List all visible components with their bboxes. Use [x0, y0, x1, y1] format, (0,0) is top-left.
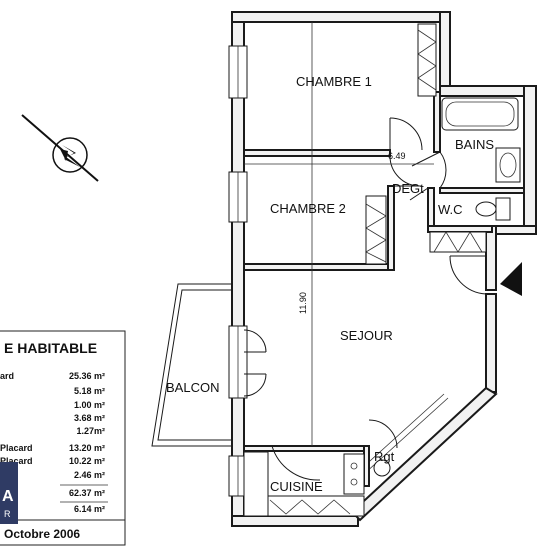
- room-label-bains: BAINS: [455, 137, 494, 152]
- room-label-rgt: Rgt: [374, 449, 395, 464]
- logo-letter: A: [2, 488, 14, 505]
- agency-logo: A R: [0, 462, 18, 524]
- interior-walls: [243, 91, 525, 487]
- room-label-degt: DEGt: [392, 181, 424, 196]
- balcony: [151, 283, 232, 447]
- table-row-value: 3.68 m²: [74, 413, 105, 423]
- closets: [365, 23, 487, 265]
- table-row-label: Placard: [0, 456, 33, 466]
- room-label-chambre2: CHAMBRE 2: [270, 201, 346, 216]
- table-row-value: 2.46 m²: [74, 470, 105, 480]
- windows: [228, 45, 248, 497]
- table-row-label: Placard: [0, 443, 33, 453]
- room-label-balcon: BALCON: [166, 380, 219, 395]
- table-footer: Octobre 2006: [4, 527, 80, 541]
- diagonal-wall: [350, 386, 498, 522]
- table-title: E HABITABLE: [4, 340, 97, 356]
- room-label-chambre1: CHAMBRE 1: [296, 74, 372, 89]
- doors: [243, 117, 487, 481]
- surface-table: [0, 330, 126, 546]
- table-row-value: 6.14 m²: [74, 504, 105, 514]
- table-row-value: 1.00 m²: [74, 400, 105, 410]
- room-label-sejour: SEJOUR: [340, 328, 393, 343]
- kitchen-fixtures: [243, 451, 391, 517]
- logo-subletter: R: [4, 509, 11, 519]
- north-arrow-icon: [21, 114, 99, 182]
- dimension-lines: [244, 22, 434, 446]
- table-row-value: 5.18 m²: [74, 386, 105, 396]
- table-row-value: 62.37 m²: [69, 488, 105, 498]
- room-label-cuisine: CUISINE: [270, 479, 323, 494]
- dimension-width: 6.49: [388, 151, 406, 161]
- table-rows: ard 25.36 m² 5.18 m² 1.00 m² 3.68 m² 1.27m² Pl…: [0, 371, 108, 514]
- room-label-wc: W.C: [438, 202, 463, 217]
- dimension-length: 11.90: [298, 292, 308, 314]
- table-row-label: ard: [0, 371, 14, 381]
- entrance-arrow-icon: [500, 262, 522, 296]
- table-row-value: 10.22 m²: [69, 456, 105, 466]
- table-row-value: 1.27m²: [76, 426, 105, 436]
- table-row-value: 25.36 m²: [69, 371, 105, 381]
- bath-fixtures: [441, 97, 521, 221]
- table-row-value: 13.20 m²: [69, 443, 105, 453]
